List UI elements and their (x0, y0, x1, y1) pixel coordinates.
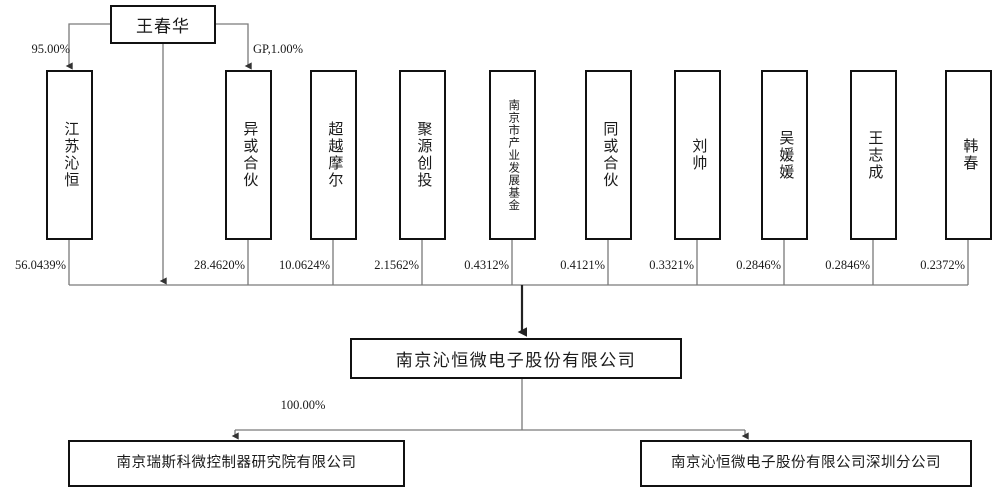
ownership-pct-6: 0.3321% (649, 258, 694, 272)
ownership-pct-2: 10.0624% (278, 258, 330, 272)
shareholder-box-2[interactable]: 超越摩尔 (310, 70, 357, 240)
ownership-pct-1: 28.4620% (193, 258, 245, 272)
subsidiary-name-0: 南京瑞斯科微控制器研究院有限公司 (116, 454, 357, 471)
company-box[interactable]: 南京沁恒微电子股份有限公司 (350, 338, 682, 379)
shareholder-name-3: 聚源创投 (415, 121, 432, 189)
shareholder-name-9: 韩春 (961, 138, 978, 172)
controller-name: 王春华 (136, 17, 190, 36)
ownership-pct-3: 2.1562% (374, 258, 419, 272)
shareholder-box-6[interactable]: 刘帅 (674, 70, 721, 240)
shareholder-name-8: 王志成 (866, 129, 883, 181)
shareholder-box-3[interactable]: 聚源创投 (399, 70, 446, 240)
ownership-pct-8: 0.2846% (825, 258, 870, 272)
shareholder-box-0[interactable]: 江苏沁恒 (46, 70, 93, 240)
shareholder-name-2: 超越摩尔 (326, 121, 343, 189)
ownership-pct-0: 56.0439% (14, 258, 66, 272)
subsidiary-name-1: 南京沁恒微电子股份有限公司深圳分公司 (671, 454, 941, 471)
shareholder-name-4: 南京市产业发展基金 (507, 98, 520, 212)
shareholder-name-6: 刘帅 (690, 138, 707, 172)
controller-link-label-1: GP,1.00% (253, 42, 304, 56)
shareholder-box-1[interactable]: 异或合伙 (225, 70, 272, 240)
shareholder-box-5[interactable]: 同或合伙 (585, 70, 632, 240)
shareholder-name-0: 江苏沁恒 (62, 121, 79, 189)
shareholder-name-1: 异或合伙 (241, 121, 258, 189)
ownership-pct-9: 0.2372% (920, 258, 965, 272)
ownership-pct-5: 0.4121% (560, 258, 605, 272)
ownership-pct-4: 0.4312% (464, 258, 509, 272)
shareholder-box-4[interactable]: 南京市产业发展基金 (489, 70, 536, 240)
controller-link-label-0: 95.00% (31, 42, 70, 56)
subsidiary-box-1[interactable]: 南京沁恒微电子股份有限公司深圳分公司 (640, 440, 972, 487)
subsidiary-link-label: 100.00% (280, 398, 326, 412)
controller-box[interactable]: 王春华 (110, 5, 216, 44)
subsidiary-box-0[interactable]: 南京瑞斯科微控制器研究院有限公司 (68, 440, 405, 487)
ownership-pct-7: 0.2846% (736, 258, 781, 272)
company-name: 南京沁恒微电子股份有限公司 (395, 351, 637, 370)
shareholder-name-7: 吴媛媛 (777, 129, 794, 181)
shareholder-box-8[interactable]: 王志成 (850, 70, 897, 240)
shareholder-box-9[interactable]: 韩春 (945, 70, 992, 240)
shareholder-box-7[interactable]: 吴媛媛 (761, 70, 808, 240)
shareholder-name-5: 同或合伙 (601, 121, 618, 189)
